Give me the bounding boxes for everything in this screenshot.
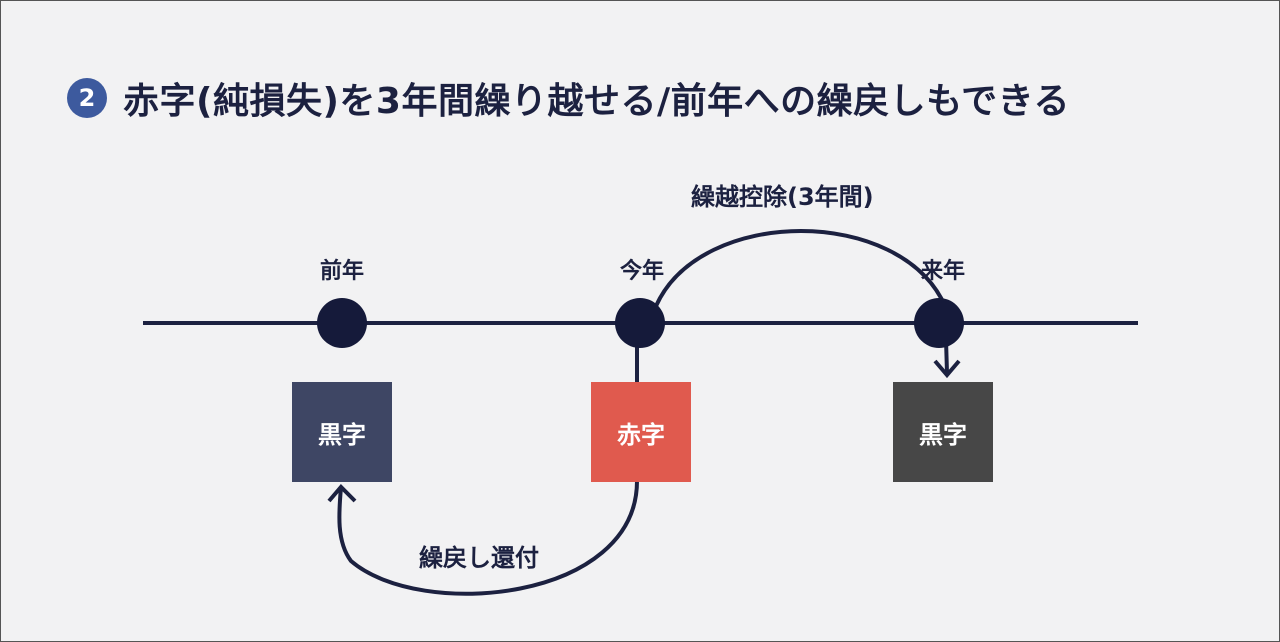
box-current-year: 赤字 [591, 382, 691, 482]
carry-back-arrowhead [327, 484, 357, 503]
timeline-dot-next [914, 298, 964, 348]
box-next-label: 黒字 [919, 420, 967, 449]
carry-back-label: 繰戻し還付 [419, 544, 539, 572]
box-next-year: 黒字 [893, 382, 993, 482]
year-label-next: 来年 [920, 259, 966, 284]
box-prev-year: 黒字 [292, 382, 392, 482]
year-label-curr: 今年 [619, 259, 665, 284]
carry-forward-arc [654, 229, 949, 374]
box-curr-label: 赤字 [617, 420, 665, 449]
timeline-dot-prev [317, 298, 367, 348]
number-badge: 2 [67, 78, 107, 118]
year-label-prev: 前年 [319, 259, 365, 284]
page-title: 赤字(純損失)を3年間繰り越せる/前年への繰戻しもできる [123, 81, 1070, 122]
box-prev-label: 黒字 [318, 420, 366, 449]
carry-back-arc [337, 480, 639, 596]
carry-forward-arrowhead [933, 359, 961, 379]
carry-forward-label: 繰越控除(3年間) [691, 183, 874, 211]
timeline-dot-curr [615, 298, 665, 348]
title-row: 2 赤字(純損失)を3年間繰り越せる/前年への繰戻しもできる [67, 71, 1070, 125]
